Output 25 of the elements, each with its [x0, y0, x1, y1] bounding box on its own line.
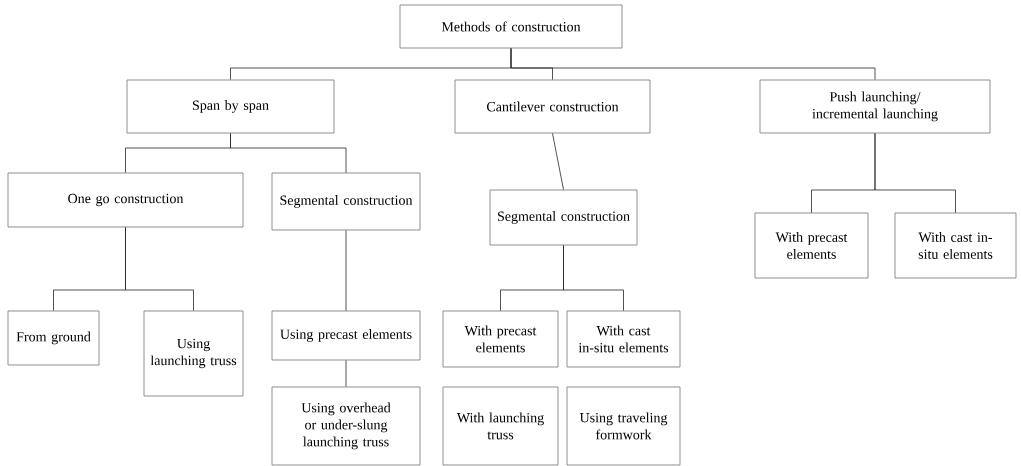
connector-line [874, 133, 956, 213]
category-box: Cantilever construction [454, 79, 651, 134]
connector-line [510, 48, 876, 80]
category-box: With cast in-situ elements [566, 310, 681, 368]
connector-line [345, 230, 347, 311]
category-box: Using traveling formwork [566, 386, 681, 466]
connector-line [125, 227, 194, 311]
connector-line [345, 360, 347, 387]
category-box: Span by span [126, 79, 335, 134]
category-box: Using overhead or under-slung launching truss [271, 386, 421, 466]
category-box: With cast in-situ elements [894, 212, 1017, 279]
category-box: One go construction [7, 172, 244, 228]
connector-line [563, 245, 624, 311]
category-box: Using precast elements [271, 310, 421, 361]
category-box: With precast elements [442, 310, 559, 368]
category-box: Using launching truss [143, 310, 244, 397]
connector-line [552, 133, 564, 190]
category-box: With precast elements [754, 212, 869, 279]
connector-line [230, 133, 347, 173]
category-box: Methods of construction [399, 4, 623, 49]
category-box: Push launching/ incremental launching [759, 79, 991, 134]
category-box: From ground [7, 310, 100, 366]
category-box: Segmental construction [489, 189, 638, 246]
category-box: With launching truss [442, 386, 559, 466]
category-box: Segmental construction [271, 172, 421, 231]
